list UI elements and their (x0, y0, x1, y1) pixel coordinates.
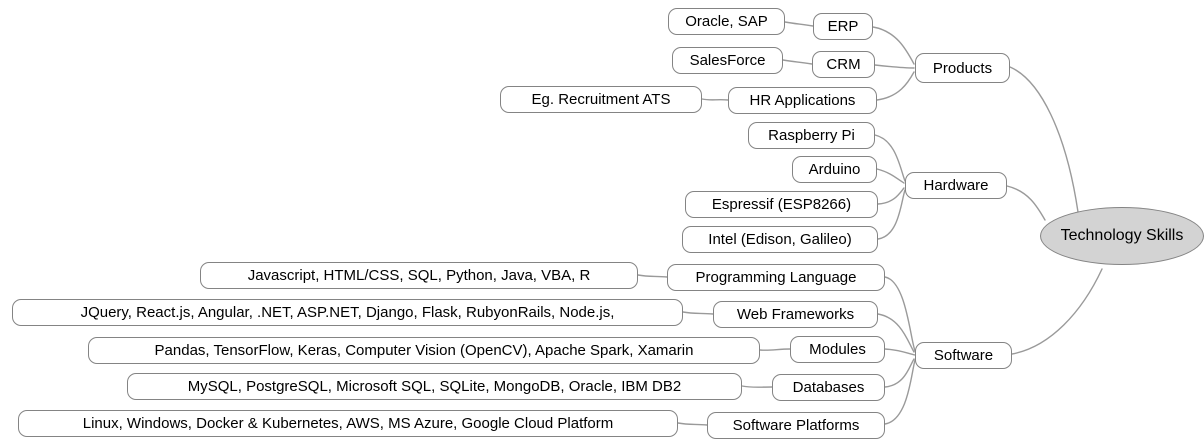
edge-linux-softwareplatforms (677, 422, 708, 426)
node-programming-languages-list[interactable]: Javascript, HTML/CSS, SQL, Python, Java,… (200, 262, 638, 289)
node-label: Espressif (ESP8266) (711, 196, 852, 213)
edge-hrapplications-products (876, 71, 915, 101)
node-label: SalesForce (689, 52, 766, 69)
node-software-platforms-list[interactable]: Linux, Windows, Docker & Kubernetes, AWS… (18, 410, 678, 437)
node-label: Oracle, SAP (685, 13, 768, 30)
node-label: HR Applications (749, 92, 856, 109)
node-software-platforms[interactable]: Software Platforms (707, 412, 885, 439)
node-label: Raspberry Pi (768, 127, 855, 144)
node-hardware[interactable]: Hardware (905, 172, 1007, 199)
node-crm[interactable]: CRM (812, 51, 875, 78)
node-raspberry-pi[interactable]: Raspberry Pi (748, 122, 875, 149)
node-oracle-sap[interactable]: Oracle, SAP (668, 8, 785, 35)
edge-databases-software (884, 358, 915, 388)
node-label: CRM (826, 56, 861, 73)
node-eg-recruitment-ats[interactable]: Eg. Recruitment ATS (500, 86, 702, 113)
edge-software-center (1011, 268, 1103, 355)
node-label: MySQL, PostgreSQL, Microsoft SQL, SQLite… (187, 378, 682, 395)
edge-modules-software (884, 348, 916, 356)
edge-jquery-webframeworks (682, 311, 714, 315)
edge-javascript-programminglanguage (637, 274, 668, 278)
node-label: Hardware (923, 177, 989, 194)
node-espressif[interactable]: Espressif (ESP8266) (685, 191, 878, 218)
node-technology-skills[interactable]: Technology Skills (1040, 207, 1204, 265)
edge-espressif-hardware (877, 187, 905, 205)
node-modules-list[interactable]: Pandas, TensorFlow, Keras, Computer Visi… (88, 337, 760, 364)
edge-products-center (1009, 66, 1079, 213)
edge-crm-products (874, 64, 915, 69)
node-label: ERP (827, 18, 859, 35)
node-software[interactable]: Software (915, 342, 1012, 369)
node-intel-edison-galileo[interactable]: Intel (Edison, Galileo) (682, 226, 878, 253)
node-label: Javascript, HTML/CSS, SQL, Python, Java,… (247, 267, 591, 284)
node-label: Eg. Recruitment ATS (531, 91, 671, 108)
edge-arduino-hardware (876, 168, 905, 184)
node-web-frameworks-list[interactable]: JQuery, React.js, Angular, .NET, ASP.NET… (12, 299, 683, 326)
node-label: Software Platforms (732, 417, 860, 434)
edge-ats-hrapplications (701, 98, 729, 101)
edge-softwareplatforms-software (884, 359, 916, 425)
node-modules[interactable]: Modules (790, 336, 885, 363)
edge-intel-hardware (877, 189, 906, 240)
edge-oraclesap-erp (784, 21, 814, 27)
node-products[interactable]: Products (915, 53, 1010, 83)
node-programming-language[interactable]: Programming Language (667, 264, 885, 291)
node-label: Programming Language (695, 269, 857, 286)
edge-pandas-modules (759, 348, 791, 351)
edge-hardware-center (1006, 185, 1046, 221)
edge-raspberrypi-hardware (874, 134, 906, 182)
edge-programminglanguage-software (884, 276, 916, 352)
node-databases-list[interactable]: MySQL, PostgreSQL, Microsoft SQL, SQLite… (127, 373, 742, 400)
node-label: Modules (809, 341, 866, 358)
node-databases[interactable]: Databases (772, 374, 885, 401)
node-arduino[interactable]: Arduino (792, 156, 877, 183)
node-label: JQuery, React.js, Angular, .NET, ASP.NET… (80, 304, 615, 321)
node-label: Arduino (808, 161, 861, 178)
node-label: Pandas, TensorFlow, Keras, Computer Visi… (154, 342, 694, 359)
node-web-frameworks[interactable]: Web Frameworks (713, 301, 878, 328)
node-salesforce[interactable]: SalesForce (672, 47, 783, 74)
node-label: Linux, Windows, Docker & Kubernetes, AWS… (82, 415, 614, 432)
edge-mysql-databases (741, 385, 773, 388)
node-label: Databases (792, 379, 865, 396)
node-hr-applications[interactable]: HR Applications (728, 87, 877, 114)
node-label: Intel (Edison, Galileo) (708, 231, 852, 248)
edge-erp-products (872, 26, 915, 65)
edge-salesforce-crm (782, 59, 813, 65)
center-topic-label: Technology Skills (1060, 227, 1184, 244)
node-label: Web Frameworks (736, 306, 855, 323)
node-erp[interactable]: ERP (813, 13, 873, 40)
node-label: Software (933, 347, 994, 364)
node-label: Products (932, 59, 993, 77)
